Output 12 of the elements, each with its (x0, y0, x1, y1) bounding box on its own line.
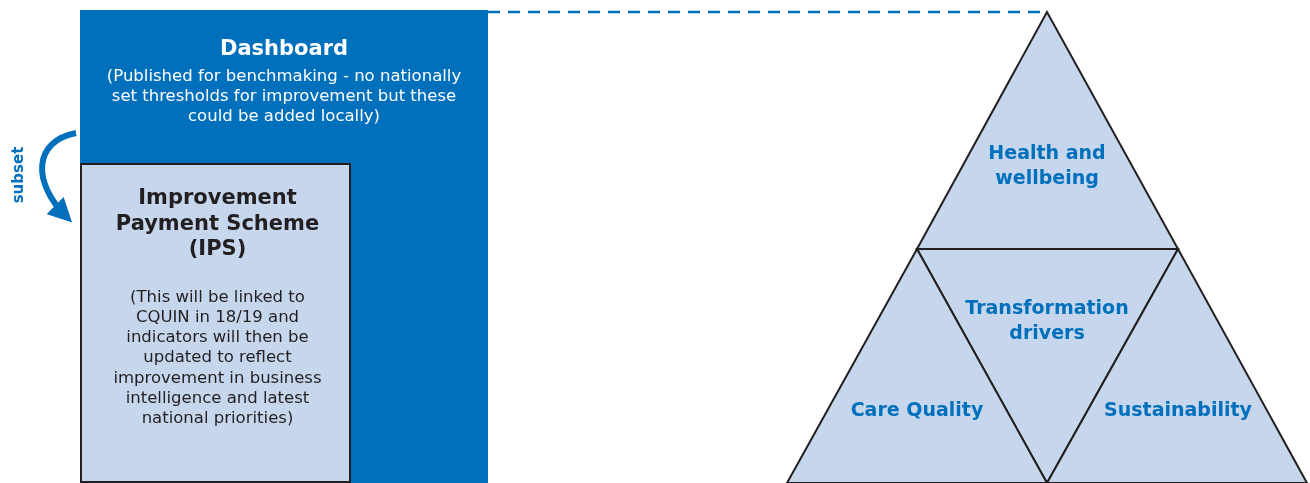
segment-label: Transformation drivers (964, 295, 1130, 345)
triangle-segment (917, 12, 1178, 249)
segment-label: Health and wellbeing (987, 140, 1107, 190)
curved-arrow (39, 130, 77, 223)
panel-box (80, 10, 488, 483)
panel-note: (This will be linked to CQUIN in 18/19 and indicators will then be updated to reflect improvement in business intelligence and latest national priorities) (112, 287, 323, 428)
panel-box (80, 163, 351, 483)
segment-label: Care Quality (849, 397, 985, 422)
segment-label: Sustainability (1103, 397, 1253, 422)
panel-heading: Improvement Payment Scheme (IPS) (114, 185, 321, 262)
panel-note: (Published for benchmaking - no nationally set thresholds for improvement but these could be added locally) (105, 66, 463, 127)
panel-heading: Dashboard (218, 36, 350, 62)
